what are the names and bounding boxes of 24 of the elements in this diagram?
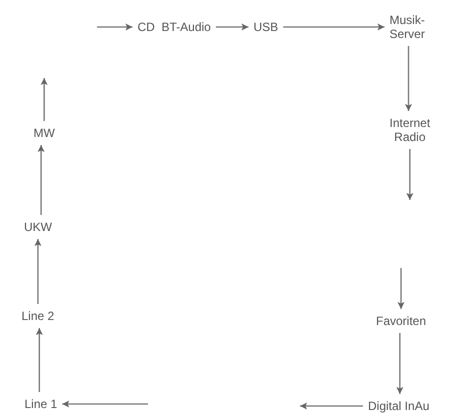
source-label: Favoriten — [376, 314, 426, 328]
arrow — [62, 400, 148, 408]
arrow — [36, 328, 43, 392]
source-label: UKW — [24, 220, 52, 234]
source-label: Line 2 — [22, 309, 54, 323]
source-label: CD — [138, 20, 155, 34]
arrow — [396, 333, 404, 394]
arrow — [283, 24, 384, 30]
arrow — [405, 46, 412, 111]
source-label: USB — [254, 20, 278, 34]
arrow — [38, 145, 45, 215]
arrow — [216, 24, 248, 30]
source-label: Internet Radio — [390, 116, 430, 144]
arrow — [97, 24, 132, 30]
arrow — [40, 78, 48, 121]
arrow — [406, 149, 414, 200]
source-label: BT-Audio — [162, 20, 211, 34]
source-label: Musik-Server — [390, 13, 425, 41]
arrow — [300, 402, 363, 410]
arrow — [34, 239, 42, 304]
source-label: MW — [34, 126, 55, 140]
source-label: Digital InAu — [368, 399, 430, 413]
source-label: Line 1 — [24, 397, 58, 411]
arrow — [398, 268, 405, 309]
